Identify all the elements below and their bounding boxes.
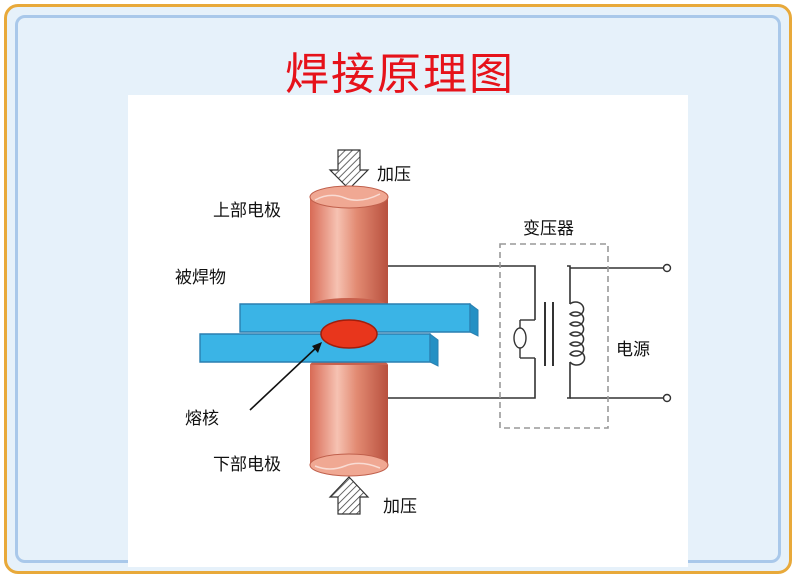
terminal-top — [662, 263, 672, 273]
lower-electrode — [309, 357, 389, 477]
label-nugget: 熔核 — [185, 409, 219, 429]
label-power-source: 电源 — [616, 340, 650, 360]
secondary-coil — [568, 301, 586, 366]
diagram-title: 焊接原理图 — [285, 49, 515, 100]
weld-nugget — [320, 319, 378, 349]
terminal-bottom — [662, 393, 672, 403]
label-transformer: 变压器 — [523, 219, 574, 239]
primary-coil — [513, 319, 535, 359]
upper-electrode — [309, 185, 389, 314]
label-pressure-bottom: 加压 — [383, 497, 417, 517]
label-upper-electrode: 上部电极 — [213, 201, 281, 221]
circuit-wires — [388, 265, 665, 399]
pressure-arrow-bottom — [328, 476, 370, 515]
nugget-leader-arrow — [249, 342, 322, 411]
transformer-core — [544, 302, 554, 366]
label-workpiece: 被焊物 — [175, 268, 226, 288]
label-pressure-top: 加压 — [377, 165, 411, 185]
transformer-box — [499, 243, 609, 429]
pressure-arrow-top — [328, 149, 370, 190]
label-lower-electrode: 下部电极 — [213, 455, 281, 475]
